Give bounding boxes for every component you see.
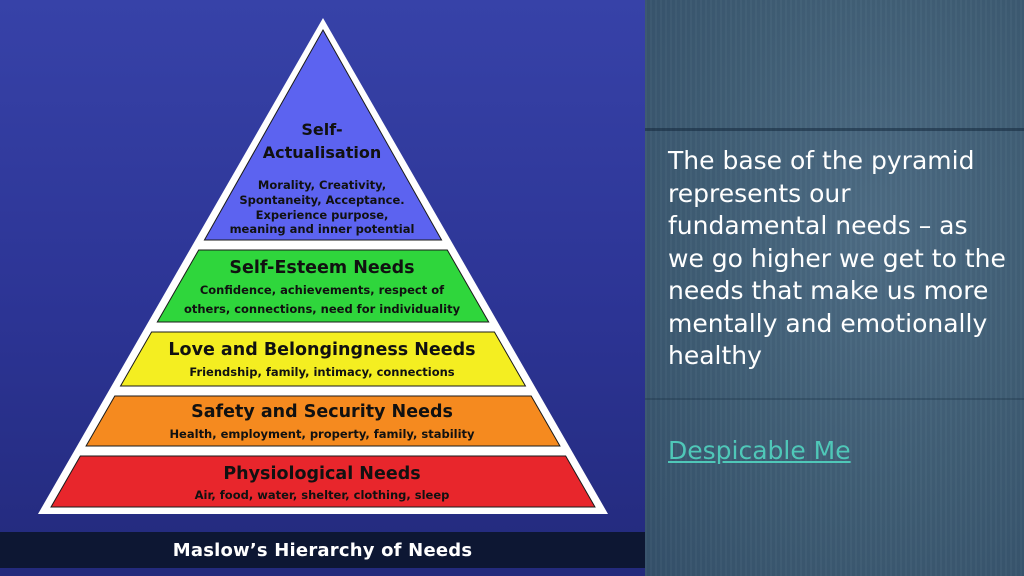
despicable-me-link[interactable]: Despicable Me (668, 436, 851, 465)
body-paragraph: The base of the pyramid represents our f… (668, 146, 1006, 370)
level-description: Air, food, water, shelter, clothing, sle… (195, 488, 450, 502)
texture-stripe (645, 398, 1024, 400)
level-description: Friendship, family, intimacy, connection… (189, 365, 454, 379)
level-description: Experience purpose, (256, 208, 389, 222)
pyramid-level (85, 395, 561, 447)
level-title: Self- (301, 120, 342, 139)
level-description: Health, employment, property, family, st… (169, 427, 475, 441)
caption-bar (0, 532, 645, 568)
pyramid-level (119, 331, 527, 387)
level-description: Spontaneity, Acceptance. (239, 193, 404, 207)
level-description: meaning and inner potential (230, 222, 415, 236)
diagram-caption: Maslow’s Hierarchy of Needs (172, 540, 473, 561)
text-panel (645, 0, 1024, 576)
pyramid-level (203, 28, 443, 241)
level-title: Love and Belongingness Needs (168, 340, 475, 360)
texture-stripe (645, 128, 1024, 131)
level-title: Actualisation (263, 143, 382, 162)
pyramid-level (50, 455, 596, 508)
level-title: Physiological Needs (223, 464, 420, 484)
level-title: Safety and Security Needs (191, 402, 453, 422)
level-description: others, connections, need for individual… (184, 302, 461, 316)
pyramid-level (156, 249, 490, 323)
level-description: Confidence, achievements, respect of (200, 283, 445, 297)
level-description: Morality, Creativity, (258, 178, 386, 192)
level-title: Self-Esteem Needs (229, 258, 414, 278)
